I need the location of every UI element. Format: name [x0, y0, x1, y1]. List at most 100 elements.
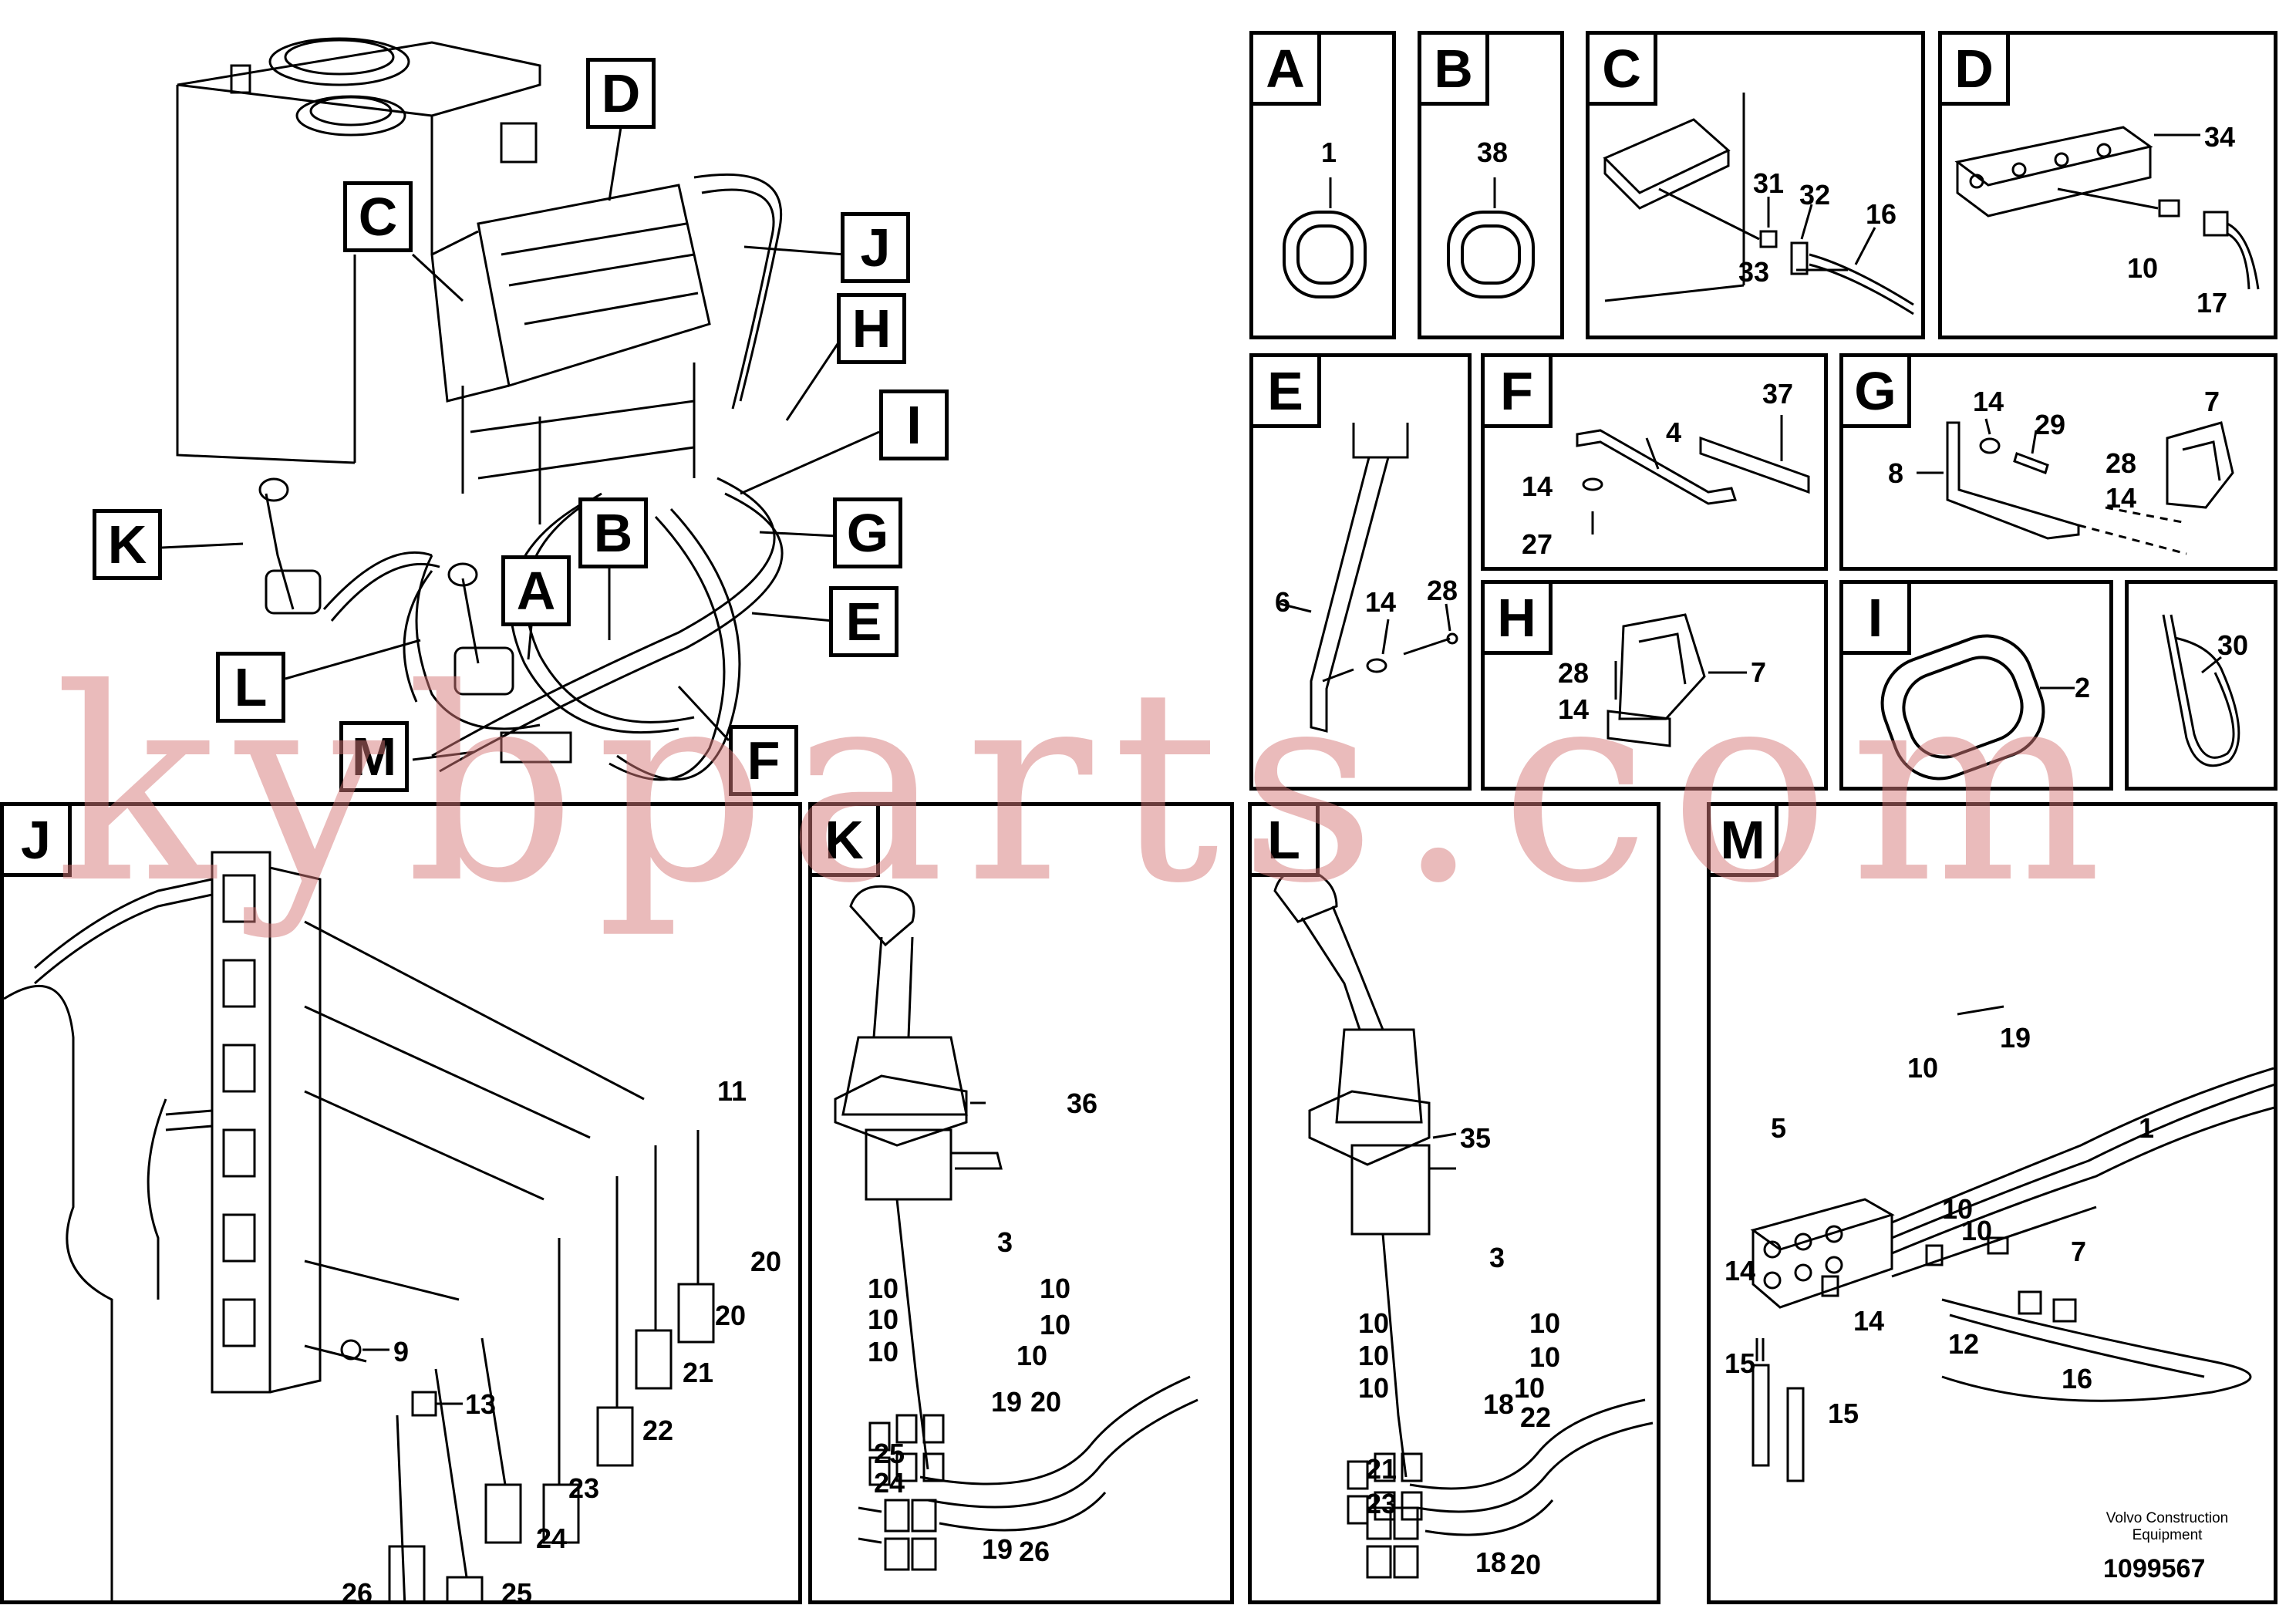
part-number: 18	[1475, 1546, 1507, 1578]
fitting-assembly-illustration	[1603, 93, 1914, 315]
callout-i: I	[879, 389, 949, 460]
part-number: 5	[1771, 1112, 1787, 1144]
part-number: 3	[997, 1226, 1013, 1258]
detail-panel-b: B 38	[1418, 31, 1564, 339]
part-number: 20	[750, 1246, 782, 1277]
callout-m: M	[339, 721, 409, 792]
part-number: 25	[501, 1577, 533, 1604]
detail-panel-cable-tie: 30	[2125, 580, 2277, 791]
part-number: 10	[1017, 1340, 1048, 1371]
part-number: 7	[2071, 1236, 2087, 1267]
part-number: 23	[568, 1472, 600, 1504]
part-number: 6	[1275, 586, 1291, 618]
callout-l: L	[216, 652, 285, 723]
detail-panel-l: L 35 3 10 10 10 10 10 10 18 22 21 23 18 …	[1248, 802, 1660, 1604]
callout-b: B	[578, 497, 648, 568]
part-number: 9	[393, 1336, 410, 1367]
part-number: 12	[1948, 1328, 1980, 1360]
part-number: 24	[874, 1467, 905, 1499]
grommet-illustration	[1880, 634, 2075, 781]
part-number: 1	[2139, 1112, 2155, 1144]
part-number: 18	[1483, 1388, 1515, 1420]
part-number: 21	[683, 1357, 714, 1388]
part-number: 20	[1510, 1549, 1542, 1580]
part-number: 10	[1529, 1341, 1561, 1373]
bracket-illustration	[1576, 415, 1810, 534]
panel-label: J	[4, 806, 72, 877]
callout-j: J	[841, 212, 910, 283]
part-number: 11	[717, 1075, 747, 1107]
part-number: 28	[2106, 447, 2137, 479]
part-number: 35	[1460, 1122, 1492, 1154]
hydraulic-assembly-illustration	[161, 37, 880, 781]
part-number: 36	[1067, 1088, 1098, 1119]
panel-label: E	[1253, 357, 1321, 428]
part-number: 10	[868, 1303, 899, 1335]
part-number: 17	[2197, 287, 2228, 319]
detail-panel-g: G 14 29 7 8 28 14	[1839, 353, 2277, 571]
manifold-hoses-illustration	[1750, 1005, 2274, 1482]
callout-h: H	[837, 293, 906, 364]
joystick-illustration	[1273, 868, 1654, 1579]
part-number: 14	[1365, 586, 1397, 618]
callout-f: F	[729, 725, 798, 796]
part-number: 22	[1520, 1401, 1552, 1433]
part-number: 28	[1558, 657, 1590, 689]
part-number: 33	[1738, 256, 1770, 288]
grommet-illustration	[1283, 177, 1367, 298]
part-number: 26	[342, 1577, 373, 1604]
detail-panel-k: K 36 3 10 10 10 10 10 10 19 20 25 24 19	[808, 802, 1234, 1604]
clamp-illustration	[1607, 613, 1747, 747]
part-number: 10	[1358, 1340, 1390, 1371]
bracket-illustration	[1279, 423, 1458, 733]
part-number: 14	[1522, 470, 1553, 502]
detail-panel-f: F 4 37 14 27	[1481, 353, 1828, 571]
detail-panel-c: C 31 32 16 33	[1586, 31, 1925, 339]
callout-k: K	[93, 509, 162, 580]
part-number: 19	[982, 1533, 1013, 1565]
part-number: 7	[1751, 656, 1767, 688]
panel-label: I	[1843, 584, 1911, 655]
panel-label: K	[812, 806, 880, 877]
part-number: 4	[1666, 416, 1682, 448]
part-number: 1	[1321, 137, 1337, 168]
panel-label: M	[1711, 806, 1778, 877]
part-number: 15	[1828, 1398, 1859, 1429]
panel-label: F	[1485, 357, 1553, 428]
part-number: 7	[2204, 386, 2220, 417]
document-number: 1099567	[2103, 1554, 2206, 1583]
panel-label: D	[1942, 35, 2010, 106]
part-number: 2	[2075, 672, 2091, 703]
brand-name: Volvo Construction Equipment	[2106, 1510, 2229, 1543]
joystick-illustration	[834, 885, 1199, 1571]
part-number: 21	[1366, 1453, 1397, 1485]
detail-panel-d: D 34 10 17	[1938, 31, 2277, 339]
part-number: 10	[1040, 1309, 1071, 1340]
detail-panel-m: M 19 10 5 1 1	[1707, 802, 2277, 1604]
part-number: 10	[1907, 1052, 1939, 1084]
manifold-illustration	[1954, 126, 2260, 290]
part-number: 34	[2204, 121, 2236, 153]
part-number: 29	[2035, 409, 2066, 440]
part-number: 10	[1040, 1273, 1071, 1304]
part-number: 16	[1866, 198, 1897, 230]
overview-drawing: D C J H I B G K A E L M F	[0, 0, 1249, 810]
part-number: 26	[1019, 1536, 1050, 1567]
panel-label: G	[1843, 357, 1911, 428]
part-number: 10	[1942, 1193, 1974, 1225]
part-number: 24	[536, 1523, 568, 1554]
callout-a: A	[501, 555, 571, 626]
part-number: 27	[1522, 528, 1553, 560]
control-valve-fittings-illustration	[4, 851, 715, 1600]
part-number: 25	[874, 1438, 905, 1469]
panel-label: A	[1253, 35, 1321, 106]
part-number: 14	[1725, 1255, 1756, 1286]
detail-panel-e: E 6 14 28	[1249, 353, 1472, 791]
grommet-illustration	[1447, 177, 1535, 298]
part-number: 13	[465, 1388, 497, 1420]
clamp-bracket-illustration	[1917, 418, 2234, 555]
part-number: 10	[1961, 1215, 1993, 1246]
part-number: 37	[1762, 378, 1794, 410]
part-number: 15	[1725, 1347, 1756, 1379]
part-number: 19	[2000, 1022, 2031, 1054]
